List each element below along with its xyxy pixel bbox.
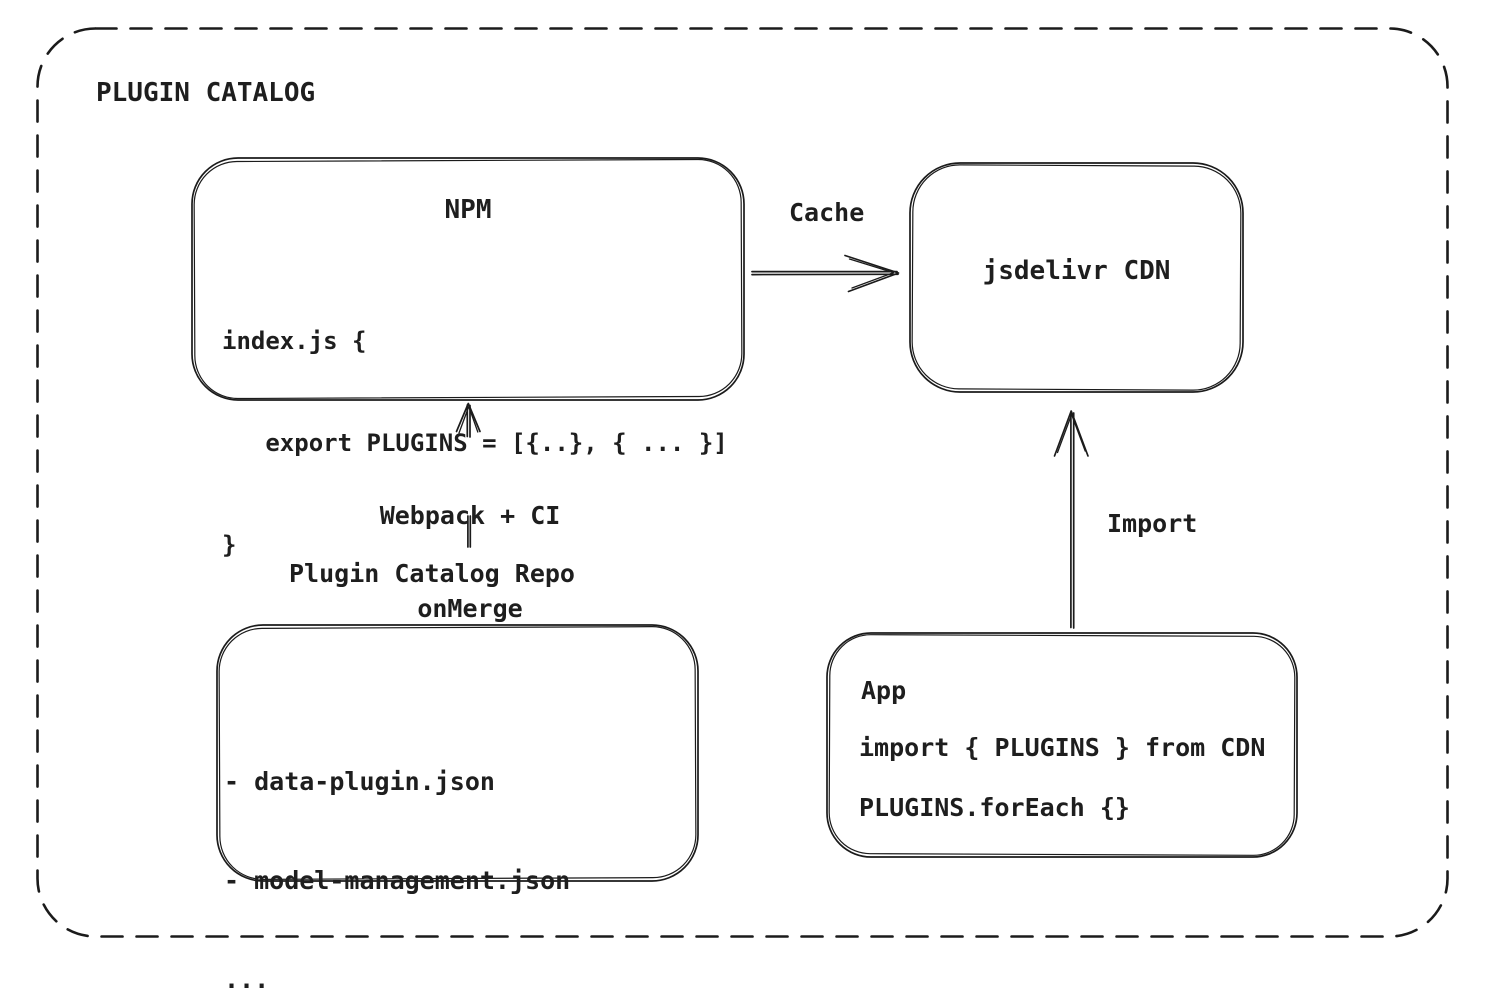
app-box-title: App bbox=[861, 676, 907, 705]
npm-box bbox=[191, 157, 745, 401]
repo-file-item-ellipsis: ... bbox=[224, 965, 270, 994]
repo-heading: Plugin Catalog Repo bbox=[289, 559, 575, 588]
npm-code-line-2: export PLUGINS = [{..}, { ... }] bbox=[222, 429, 728, 457]
cache-arrow-head-1 bbox=[844, 254, 900, 293]
cdn-box bbox=[909, 162, 1244, 393]
repo-box-stroke-1 bbox=[216, 624, 699, 882]
import-arrow-head-1 bbox=[1053, 410, 1089, 457]
npm-box-stroke-1 bbox=[191, 157, 745, 401]
cache-arrow bbox=[751, 254, 900, 293]
cache-edge-label: Cache bbox=[789, 198, 865, 227]
repo-file-list: - data-plugin.json - model-management.js… bbox=[224, 699, 570, 1002]
build-edge-label: Webpack + CI onMerge bbox=[318, 438, 622, 686]
repo-box-stroke-2 bbox=[218, 626, 697, 880]
build-edge-label-line-1: Webpack + CI bbox=[379, 501, 561, 530]
repo-box bbox=[216, 624, 699, 882]
npm-code-line-3: } bbox=[222, 531, 237, 559]
build-connector-line bbox=[467, 515, 472, 548]
cdn-box-label: jsdelivr CDN bbox=[982, 256, 1171, 286]
build-arrow-head-1 bbox=[455, 402, 481, 433]
app-box-stroke-2 bbox=[828, 634, 1296, 856]
build-arrow bbox=[455, 402, 481, 438]
npm-box-title: NPM bbox=[444, 195, 492, 225]
catalog-title: PLUGIN CATALOG bbox=[96, 78, 316, 108]
repo-file-item-1: - data-plugin.json bbox=[224, 767, 495, 796]
import-edge-label: Import bbox=[1107, 509, 1198, 538]
npm-box-stroke-2 bbox=[193, 158, 743, 400]
app-code-line-1: import { PLUGINS } from CDN bbox=[859, 733, 1266, 762]
repo-file-item-2: - model-management.json bbox=[224, 866, 571, 895]
npm-code-line-1: index.js { bbox=[222, 327, 367, 355]
catalog-boundary bbox=[36, 27, 1449, 938]
cache-arrow-head-2 bbox=[848, 258, 895, 289]
build-arrow-head-2 bbox=[458, 405, 479, 434]
cdn-box-stroke-1 bbox=[909, 162, 1244, 393]
cdn-box-stroke-2 bbox=[911, 164, 1242, 391]
npm-code-block: index.js { export PLUGINS = [{..}, { ...… bbox=[222, 256, 728, 630]
import-arrow-head-2 bbox=[1056, 413, 1086, 454]
import-arrow bbox=[1053, 410, 1089, 629]
app-box bbox=[826, 632, 1298, 858]
app-code-line-2: PLUGINS.forEach {} bbox=[859, 793, 1130, 822]
app-box-stroke-1 bbox=[826, 632, 1298, 858]
build-edge-label-line-2: onMerge bbox=[417, 594, 523, 623]
